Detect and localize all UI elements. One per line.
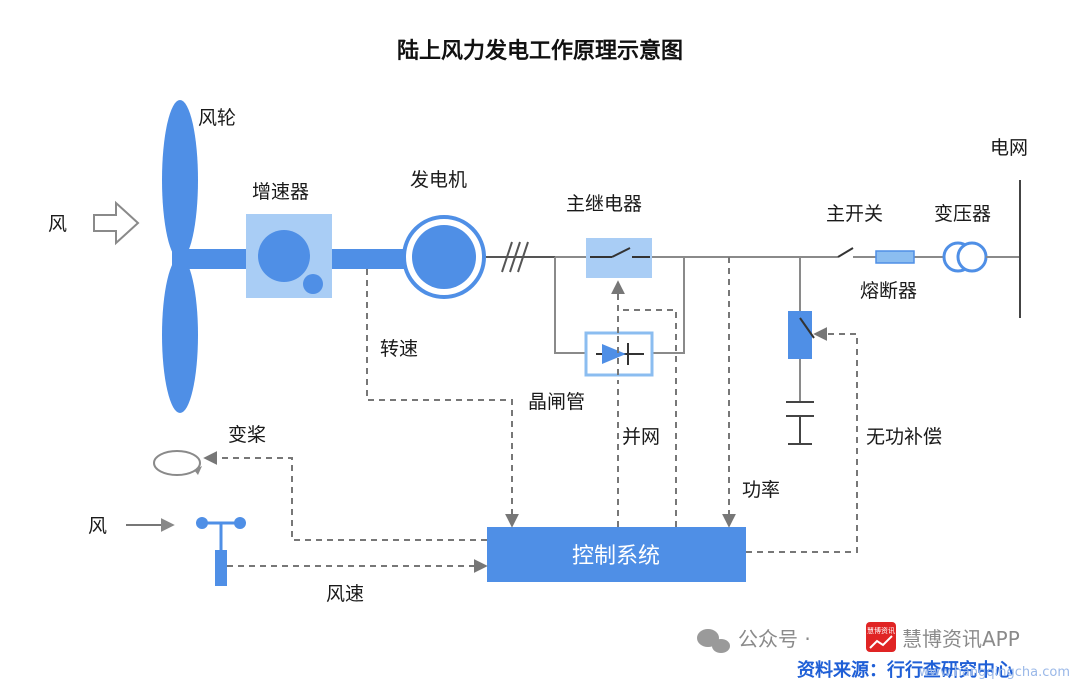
- wind-arrow-icon: [93, 200, 140, 246]
- fuse-label: 熔断器: [860, 280, 917, 302]
- reactive-signal-line: [746, 327, 858, 553]
- thyristor-signal-line: [618, 309, 677, 527]
- wind-speed-label: 风速: [326, 583, 364, 605]
- main-switch-label: 主开关: [826, 203, 883, 225]
- watermark-account: 慧博资讯APP: [902, 627, 1020, 651]
- anemometer-icon: [196, 517, 246, 586]
- wind-label: 风: [48, 213, 67, 235]
- watermark-badge-text: 慧博资讯: [867, 626, 895, 635]
- speed-label: 转速: [380, 338, 418, 360]
- bypass-left: [554, 257, 593, 354]
- pitch-icon: [153, 450, 201, 476]
- watermark-prefix: 公众号 ·: [738, 627, 811, 651]
- gearbox-icon: [246, 214, 332, 298]
- pitch-signal-line: [203, 451, 487, 541]
- gearbox-label: 增速器: [252, 181, 309, 203]
- pitch-arrow-icon: [194, 466, 202, 475]
- wechat-icon: [697, 629, 730, 653]
- capacitor-icon: [786, 401, 814, 445]
- main-relay-icon: [586, 238, 652, 278]
- high-speed-shaft: [330, 249, 410, 269]
- control-system-label: 控制系统: [572, 544, 660, 569]
- rotor-label: 风轮: [198, 107, 236, 129]
- reactive-comp-label: 无功补偿: [866, 426, 942, 448]
- main-switch-icon: [837, 247, 854, 258]
- generator-icon: [402, 215, 486, 299]
- watermark-badge-chart-icon: [869, 635, 893, 649]
- transformer-icon: [942, 241, 988, 273]
- power-label: 功率: [742, 479, 780, 501]
- source-note: 资料来源：行行查研究中心: [797, 659, 1013, 681]
- speed-signal-line: [366, 269, 519, 528]
- comp-switch-icon: [788, 311, 815, 359]
- rotor-icon: [162, 100, 198, 413]
- page-title: 陆上风力发电工作原理示意图: [397, 38, 683, 64]
- three-phase-icon: [486, 241, 555, 273]
- wind-sensor-wind-label: 风: [88, 515, 107, 537]
- generator-label: 发电机: [410, 169, 467, 191]
- thyristor-label: 晶闸管: [528, 391, 585, 413]
- low-speed-shaft: [172, 249, 252, 269]
- pitch-label: 变桨: [228, 424, 266, 446]
- grid-connect-label: 并网: [622, 426, 660, 448]
- grid-label: 电网: [990, 137, 1028, 159]
- transformer-label: 变压器: [934, 203, 991, 225]
- control-system-box: [487, 527, 746, 582]
- fuse-icon: [875, 250, 915, 264]
- source-site: www.hangqingcha.com: [919, 665, 1070, 680]
- bypass-right: [652, 256, 685, 354]
- main-relay-label: 主继电器: [566, 193, 642, 215]
